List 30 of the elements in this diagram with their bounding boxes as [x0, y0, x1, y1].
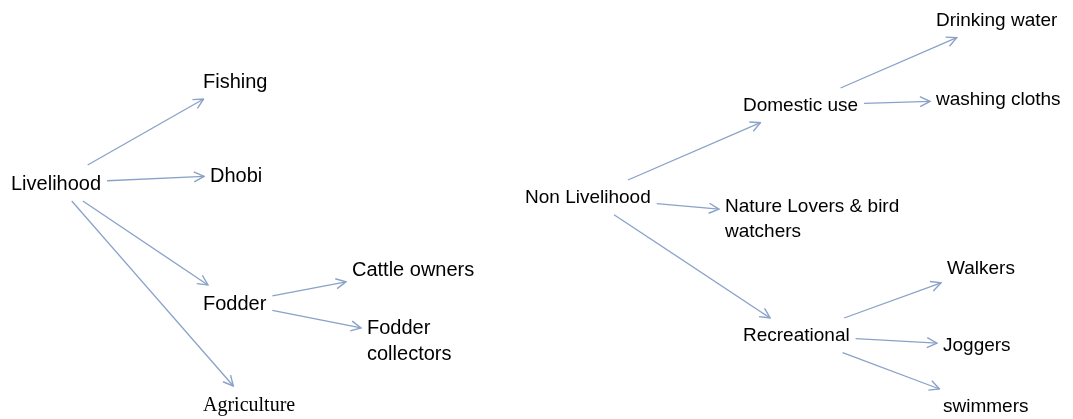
arrow: [271, 309, 362, 332]
node-label: Cattle owners: [349, 254, 478, 284]
node-label: Nature Lovers & bird watchers: [722, 192, 928, 246]
node-label: Walkers: [944, 254, 1018, 283]
node-label: Livelihood: [8, 168, 105, 198]
arrow: [841, 352, 941, 391]
node-label: Domestic use: [740, 91, 862, 120]
arrow: [271, 278, 347, 297]
arrow: [843, 280, 942, 319]
arrow: [863, 96, 931, 108]
arrow: [106, 171, 205, 183]
node-label: Fodder: [200, 288, 270, 318]
node-label: Drinking water: [933, 6, 1061, 35]
node-label: Fodder collectors: [364, 312, 480, 368]
arrow: [627, 121, 762, 181]
arrow: [656, 202, 720, 214]
node-label: washing cloths: [933, 85, 1064, 114]
arrow: [855, 336, 938, 349]
node-label: swimmers: [940, 392, 1032, 419]
arrow: [87, 98, 205, 166]
node-label: Agriculture: [200, 389, 299, 419]
arrow: [71, 200, 235, 387]
arrow: [613, 214, 771, 319]
node-label: Fishing: [200, 66, 271, 96]
node-label: Dhobi: [207, 160, 266, 190]
arrow: [82, 200, 209, 286]
node-label: Recreational: [740, 321, 853, 350]
node-label: Non Livelihood: [522, 183, 654, 212]
arrow: [839, 36, 958, 89]
node-label: Joggers: [940, 331, 1014, 360]
